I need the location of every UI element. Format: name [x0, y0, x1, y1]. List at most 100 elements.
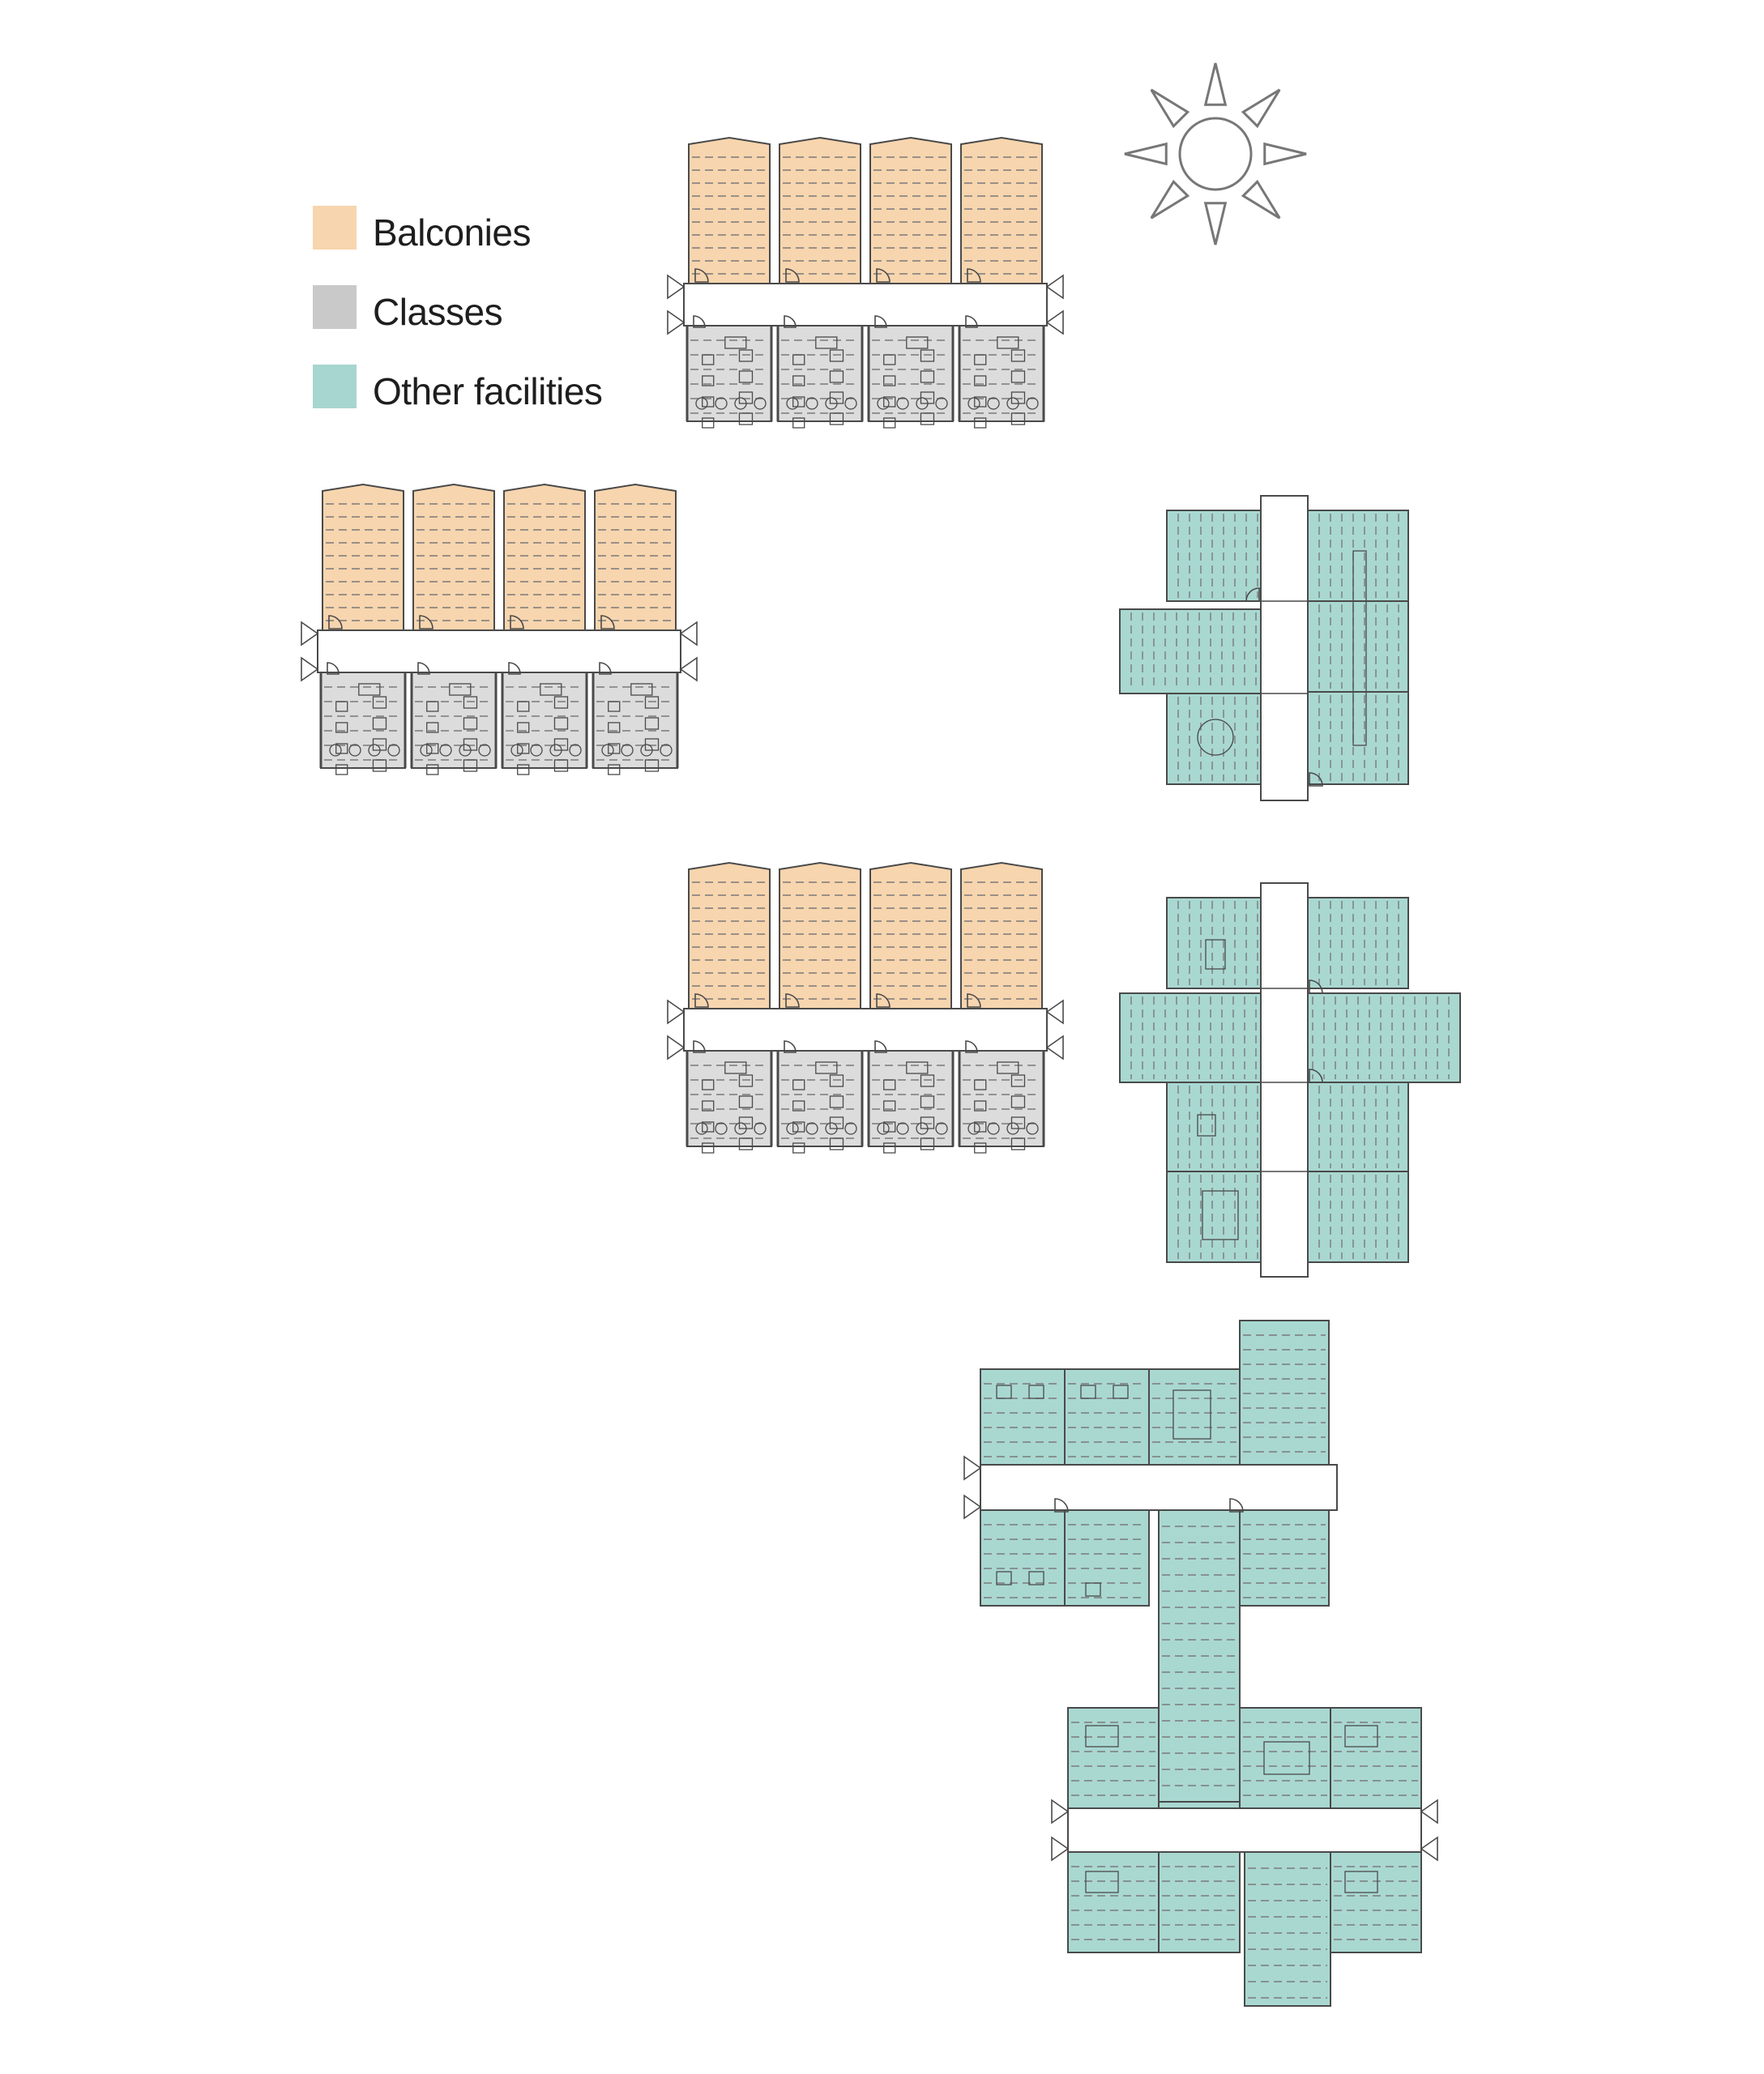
facility-room	[1307, 897, 1409, 989]
desk-symbol	[553, 717, 569, 730]
seat-symbol	[1026, 397, 1039, 410]
desk-symbol	[372, 696, 387, 709]
legend-label: Other facilities	[373, 370, 603, 412]
entrance-wing	[1051, 1836, 1070, 1862]
facility-room	[1158, 1851, 1241, 1953]
classroom	[868, 325, 954, 422]
seat-symbol	[825, 1122, 838, 1135]
desk-symbol	[920, 412, 935, 425]
desk-symbol	[738, 1137, 754, 1150]
sun-ray	[1124, 142, 1168, 166]
desk-symbol	[644, 759, 660, 772]
balcony	[688, 136, 771, 284]
chair-symbol	[335, 764, 348, 775]
seat-symbol	[877, 1122, 890, 1135]
seat-symbol	[510, 744, 523, 757]
desk-symbol	[738, 349, 754, 362]
chair-symbol	[335, 743, 348, 754]
seat-symbol	[734, 397, 747, 410]
door-swing	[1309, 1069, 1323, 1083]
classroom-unit	[776, 861, 864, 1154]
seat-symbol	[640, 744, 653, 757]
table-symbol	[1172, 1389, 1211, 1440]
door-swing	[694, 268, 709, 283]
entrance-wing	[1045, 999, 1064, 1025]
sun-ray	[1263, 142, 1307, 166]
balcony	[688, 861, 771, 1009]
desk-symbol	[463, 696, 478, 709]
chair-symbol	[974, 1079, 987, 1090]
teacher-desk	[906, 1061, 929, 1074]
chair-symbol	[608, 701, 621, 712]
facility-room	[1119, 608, 1262, 694]
facility-block-3	[963, 1320, 1438, 2007]
desk-symbol	[463, 717, 478, 730]
seat-symbol	[916, 1122, 929, 1135]
chair-symbol	[792, 1079, 805, 1090]
entrance-wing	[667, 274, 686, 300]
seat-symbol	[329, 744, 342, 757]
door-swing	[965, 315, 978, 328]
seat-symbol	[896, 397, 909, 410]
classroom	[411, 672, 497, 769]
entrance-wing	[667, 1035, 686, 1060]
chair-symbol	[974, 1142, 987, 1154]
seat-symbol	[660, 744, 673, 757]
entrance-wing	[301, 656, 319, 682]
classroom-unit	[686, 861, 773, 1154]
chair-symbol	[883, 1100, 896, 1112]
teacher-desk	[449, 683, 472, 696]
seat-symbol	[754, 1122, 767, 1135]
seat-symbol	[478, 744, 491, 757]
seat-symbol	[715, 397, 728, 410]
furniture-symbol	[1113, 1385, 1129, 1399]
desk-symbol	[1010, 349, 1026, 362]
desk-symbol	[553, 696, 569, 709]
classroom-block-3	[667, 861, 1064, 1154]
facility-room	[1064, 1509, 1150, 1607]
seat-symbol	[786, 1122, 799, 1135]
corridor	[683, 1008, 1048, 1052]
chair-symbol	[974, 354, 987, 365]
sun-disc	[1178, 117, 1253, 191]
sun-ray	[1241, 88, 1281, 129]
teacher-desk	[724, 1061, 747, 1074]
chair-symbol	[792, 375, 805, 386]
chair-symbol	[702, 1079, 715, 1090]
door-swing	[600, 615, 615, 629]
facility-room	[1307, 1082, 1409, 1172]
desk-symbol	[738, 1095, 754, 1108]
chair-symbol	[426, 701, 439, 712]
door-swing	[419, 615, 434, 629]
desk-symbol	[920, 1074, 935, 1087]
teacher-desk	[815, 1061, 838, 1074]
chair-symbol	[792, 396, 805, 408]
entrance-wing	[1420, 1836, 1438, 1862]
desk-symbol	[1010, 1095, 1026, 1108]
seat-symbol	[1026, 1122, 1039, 1135]
chair-symbol	[883, 417, 896, 429]
chair-symbol	[517, 743, 530, 754]
legend-swatch-classes	[313, 285, 357, 329]
chair-symbol	[702, 417, 715, 429]
bed-symbol	[1344, 1871, 1378, 1893]
door-swing	[1054, 1498, 1069, 1513]
facility-room	[1307, 600, 1409, 693]
desk-symbol	[829, 349, 844, 362]
chair-symbol	[974, 1121, 987, 1133]
chair-symbol	[335, 701, 348, 712]
chair-symbol	[702, 354, 715, 365]
seat-symbol	[387, 744, 400, 757]
chair-symbol	[608, 743, 621, 754]
balcony	[960, 861, 1043, 1009]
corridor	[980, 1464, 1338, 1511]
sun-icon	[1124, 62, 1307, 245]
facility-room	[980, 1509, 1066, 1607]
balcony	[779, 861, 861, 1009]
seat-symbol	[844, 1122, 857, 1135]
corridor	[1260, 495, 1309, 801]
chair-symbol	[883, 375, 896, 386]
classroom	[777, 325, 863, 422]
facility-room	[1166, 1171, 1262, 1263]
door-swing	[874, 1040, 887, 1053]
